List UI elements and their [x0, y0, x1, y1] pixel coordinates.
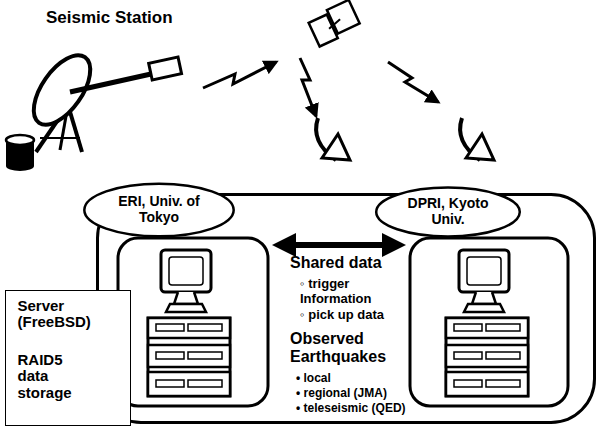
- list-item: ◦ pick up data: [300, 308, 410, 323]
- station-label: Seismic Station: [46, 8, 173, 27]
- radio-link: [388, 62, 438, 102]
- computer-box: [410, 238, 568, 406]
- station-dish: [6, 46, 182, 171]
- radio-link: [300, 58, 316, 116]
- server-label: Server (FreeBSD): [18, 298, 110, 332]
- list-item: • local: [296, 372, 408, 385]
- double-arrow: [272, 233, 406, 257]
- list-item: ◦ trigger Information: [300, 277, 392, 306]
- institute-name: DPRI, Kyoto Univ.: [398, 196, 498, 227]
- computer: [148, 250, 230, 396]
- section-heading: Observed Earthquakes: [290, 330, 402, 366]
- institute-name: ERI, Univ. of Tokyo: [107, 194, 211, 225]
- list-item: • teleseismic (QED): [296, 402, 414, 415]
- institute-ellipse: DPRI, Kyoto Univ.: [374, 186, 522, 238]
- computer-box: [118, 238, 268, 406]
- server-box: Server (FreeBSD) RAID5 data storage: [5, 290, 131, 426]
- server-label: RAID5 data storage: [18, 352, 90, 402]
- section-heading: Shared data: [290, 254, 410, 272]
- satellite: [307, 0, 361, 47]
- institute-ellipse: ERI, Univ. of Tokyo: [82, 182, 236, 238]
- receiver-dish: [316, 118, 350, 160]
- facility-region: Shared data ◦ trigger Information ◦ pick u…: [96, 193, 596, 424]
- radio-link: [203, 62, 276, 88]
- receiver-dish: [460, 118, 494, 160]
- computer: [446, 250, 528, 396]
- list-item: • regional (JMA): [296, 387, 408, 400]
